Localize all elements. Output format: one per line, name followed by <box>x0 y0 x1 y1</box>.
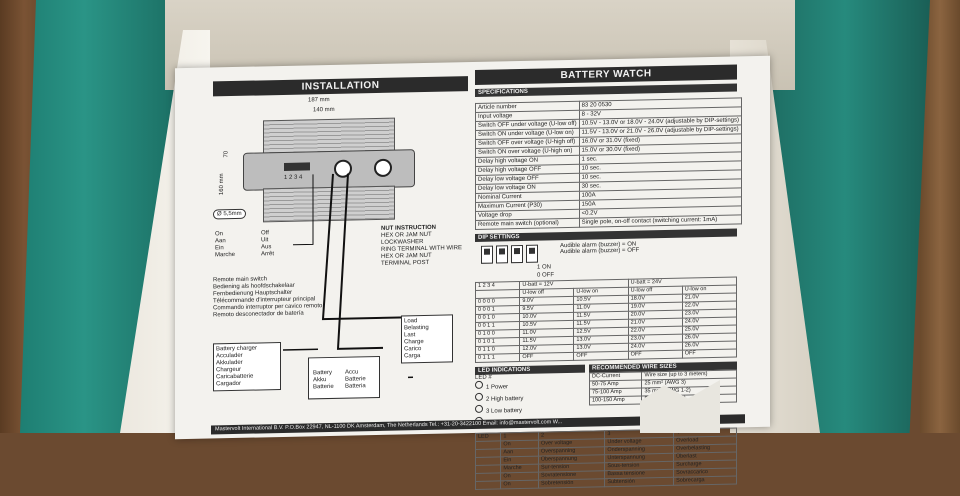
lang-cell: Sobretensión <box>538 478 605 489</box>
dip-cell: OFF <box>573 351 629 361</box>
lang-blank <box>475 480 501 490</box>
photo-scene: INSTALLATION 187 mm 140 mm 70 160 mm 1 2… <box>0 0 960 433</box>
installation-panel: INSTALLATION 187 mm 140 mm 70 160 mm 1 2… <box>213 76 468 421</box>
led-circle-icon <box>475 392 483 401</box>
dip-alarm-notes: Audible alarm (buzzer) = ON Audible alar… <box>560 241 640 256</box>
dip-visual: 1 ON 0 OFF <box>475 240 554 280</box>
battery-labels: Battery Akku Batterie <box>313 369 334 391</box>
battery-watch-title: BATTERY WATCH <box>475 64 737 85</box>
dip-area: 1 ON 0 OFF Audible alarm (buzzer) = ON A… <box>475 236 737 279</box>
lang-cell: Sobrecarga <box>673 475 737 486</box>
accu-labels: Accu Batterie Batteria <box>345 369 366 390</box>
dip-cell: OFF <box>628 350 683 360</box>
battery-box: Battery Akku Batterie Accu Batterie Batt… <box>308 355 380 400</box>
wire-current: 100-150 Amp <box>589 395 642 406</box>
led-meaning: Power <box>491 384 509 391</box>
specifications-header: SPECIFICATIONS <box>475 83 737 97</box>
dip-on-label: 1 ON <box>537 264 552 271</box>
battery-watch-panel: BATTERY WATCH SPECIFICATIONS Article num… <box>475 64 742 490</box>
lang-cell: Subtensión <box>604 477 674 487</box>
instruction-sheet: INSTALLATION 187 mm 140 mm 70 160 mm 1 2… <box>175 55 770 490</box>
led-circle-icon <box>475 380 483 389</box>
led-meaning: High battery <box>491 395 524 403</box>
load-box: Load Belasting Last Charge Carico Carga <box>401 314 453 364</box>
spec-label: Remote main switch (optional) <box>475 218 580 230</box>
dip-switches <box>481 244 554 264</box>
charger-box: Battery charger Acculader Akkulader Char… <box>213 342 281 392</box>
lang-cell: On <box>500 480 539 489</box>
led-meaning: Low battery <box>491 407 523 415</box>
led-circle-icon <box>475 404 483 413</box>
dip-cell: OFF <box>682 348 737 359</box>
dip-cell: 0 1 1 1 <box>475 353 520 363</box>
dip-cell: OFF <box>519 352 574 362</box>
dip-off-label: 0 OFF <box>537 272 555 279</box>
wood-table-right <box>920 0 960 433</box>
wiring-diagram <box>283 173 418 379</box>
